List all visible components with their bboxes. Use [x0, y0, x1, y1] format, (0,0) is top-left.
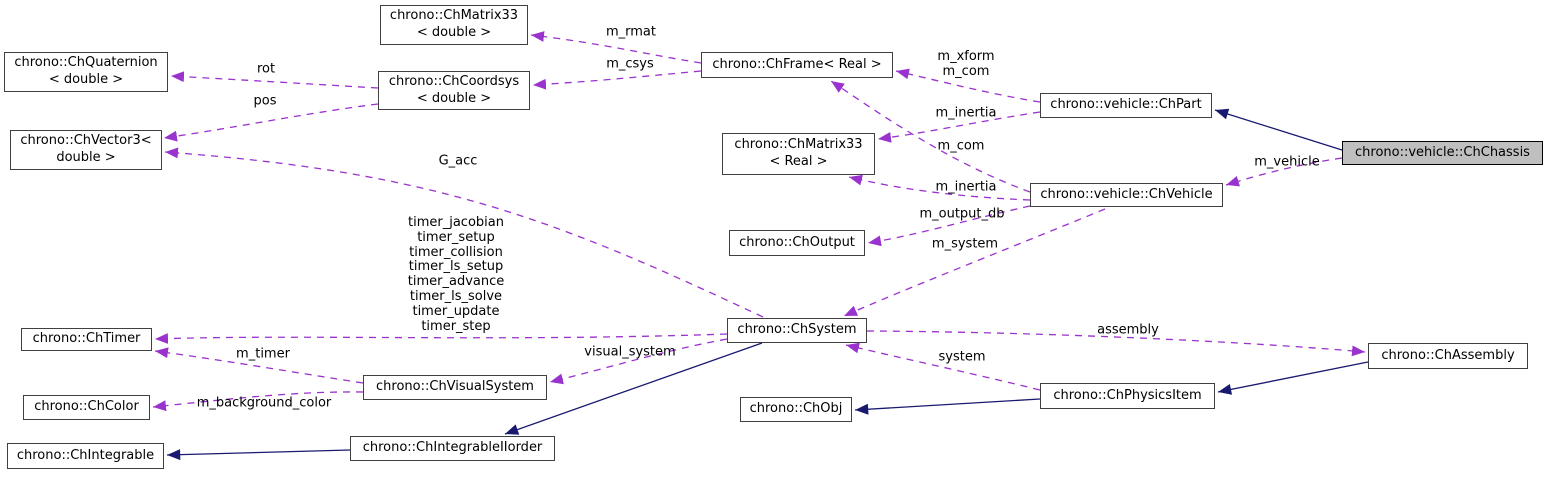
edge-m-csys	[532, 70, 702, 90]
node-chsystem[interactable]: chrono::ChSystem	[727, 318, 867, 343]
node-choutput[interactable]: chrono::ChOutput	[729, 230, 865, 256]
node-chassembly[interactable]: chrono::ChAssembly	[1368, 343, 1528, 369]
edge-m-system	[843, 208, 1106, 317]
node-chintegrable[interactable]: chrono::ChIntegrable	[7, 443, 164, 469]
edge-label-m-csys: m_csys	[606, 56, 654, 72]
edge-rot	[170, 71, 379, 89]
edge-label-visual-system: visual_system	[584, 344, 676, 360]
edge-label-assembly: assembly	[1097, 322, 1159, 338]
edge-m-output-db	[867, 205, 1031, 247]
edge-m-timer	[154, 347, 364, 384]
edge-label-system: system	[938, 349, 986, 365]
edge-label-m-inertia-part: m_inertia	[935, 105, 997, 121]
edge-m-vehicle	[1225, 157, 1343, 187]
edge-label-timers: timer_jacobian timer_setup timer_collisi…	[407, 214, 505, 334]
edge-pos	[163, 103, 379, 142]
edge-label-m-xform-m-com: m_xform m_com	[937, 49, 995, 79]
node-chchassis: chrono::vehicle::ChChassis	[1342, 141, 1543, 165]
edge-m-rmat	[530, 31, 702, 64]
edge-m-background-color	[152, 391, 364, 412]
edge-inherit-integrableii-integrable	[166, 449, 351, 461]
edge-label-m-system: m_system	[931, 236, 999, 252]
node-chmatrix33-real[interactable]: chrono::ChMatrix33 < Real >	[722, 133, 875, 175]
edge-label-m-timer: m_timer	[236, 346, 290, 362]
node-chpart[interactable]: chrono::vehicle::ChPart	[1040, 93, 1212, 118]
edge-label-m-com-vehicle: m_com	[937, 138, 985, 154]
edge-m-xform-m-com	[895, 68, 1041, 103]
node-chvisualsystem[interactable]: chrono::ChVisualSystem	[363, 375, 547, 400]
edge-label-m-vehicle: m_vehicle	[1254, 154, 1320, 170]
edge-m-com-vehicle	[830, 80, 1031, 193]
node-chcoordsys[interactable]: chrono::ChCoordsys < double >	[378, 71, 530, 110]
node-chcolor[interactable]: chrono::ChColor	[23, 395, 150, 420]
edge-label-m-output-db: m_output_db	[919, 206, 1005, 222]
node-chvehicle[interactable]: chrono::vehicle::ChVehicle	[1030, 183, 1223, 207]
edge-label-rot: rot	[256, 61, 276, 77]
node-chmatrix33-double[interactable]: chrono::ChMatrix33 < double >	[380, 5, 528, 45]
edge-visual-system	[549, 338, 728, 385]
node-chobj[interactable]: chrono::ChObj	[740, 397, 852, 422]
edge-m-inertia-part	[877, 111, 1041, 143]
node-chintegrableiiorder[interactable]: chrono::ChIntegrableIIorder	[350, 436, 555, 461]
node-chframe[interactable]: chrono::ChFrame< Real >	[701, 52, 893, 78]
edge-label-pos: pos	[253, 93, 277, 109]
edge-label-m-inertia-vehicle: m_inertia	[935, 179, 997, 195]
edge-inherit-chassis-part	[1214, 108, 1343, 151]
edge-inherit-physicsitem-obj	[854, 398, 1041, 415]
edge-timers	[154, 333, 728, 344]
edge-label-g-acc: G_acc	[438, 153, 478, 169]
node-chphysicsitem[interactable]: chrono::ChPhysicsItem	[1040, 383, 1215, 409]
edge-label-m-rmat: m_rmat	[605, 24, 657, 40]
edge-assembly	[866, 330, 1366, 357]
node-chquaternion[interactable]: chrono::ChQuaternion < double >	[4, 52, 168, 92]
edge-inherit-system-integrableii	[504, 342, 763, 435]
edge-label-m-background-color: m_background_color	[196, 395, 332, 411]
node-chvector3[interactable]: chrono::ChVector3< double >	[10, 130, 162, 170]
node-chtimer[interactable]: chrono::ChTimer	[21, 328, 152, 351]
edge-system	[845, 342, 1041, 391]
edge-inherit-assembly-physicsitem	[1217, 361, 1369, 395]
